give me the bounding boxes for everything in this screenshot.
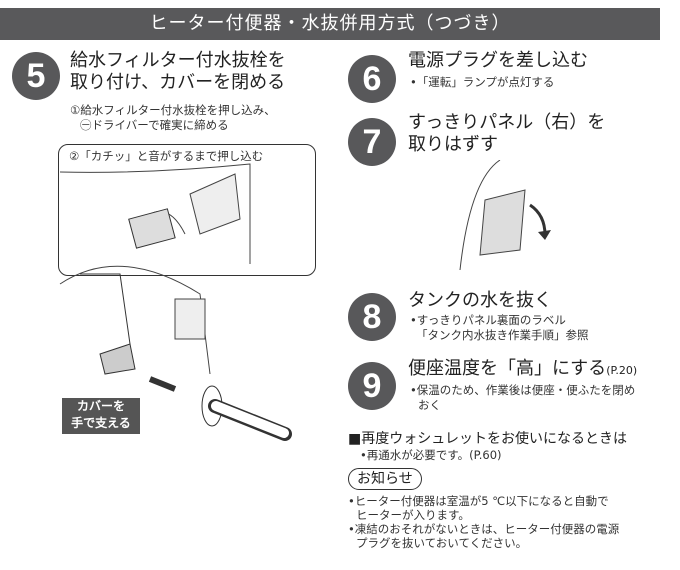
panel-removal-illustration: [459, 160, 551, 270]
page-title: ヒーター付便器・水抜併用方式（つづき）: [0, 8, 660, 40]
callout-text: ②「カチッ」と音がするまで押し込む: [69, 149, 264, 163]
notice-item: •ヒーター付便器は室温が5 ℃以下になると自動で: [348, 494, 609, 508]
step-8-notes: •すっきりパネル裏面のラベル 「タンク内水抜き作業手順」参照: [410, 313, 589, 343]
notice-item: ヒーターが入ります。: [356, 508, 470, 522]
notice-badge: お知らせ: [348, 468, 422, 490]
callout-box: ②「カチッ」と音がするまで押し込む: [58, 144, 316, 276]
filter-installation-illustration: [59, 163, 292, 441]
label-line: 手で支える: [71, 416, 131, 430]
step-9-notes: •保温のため、作業後は便座・便ふたを閉め おく: [410, 383, 635, 413]
reuse-heading: ■再度ウォシュレットをお使いになるときは: [348, 431, 627, 447]
step-6-title: 電源プラグを差し込む: [408, 50, 588, 71]
step-7-title-line: 取りはずす: [408, 134, 498, 155]
step-5-title: 給水フィルター付水抜栓を 取り付け、カバーを閉める: [70, 50, 286, 94]
step-8-title: タンクの水を抜く: [408, 290, 552, 311]
step-5-note: ①給水フィルター付水抜栓を押し込み、: [70, 103, 276, 117]
step-5-note: ㊀ドライバーで確実に締める: [80, 118, 229, 132]
step-9-title: 便座温度を「高」にする(P.20): [408, 358, 637, 382]
step-7-title: すっきりパネル（右）を 取りはずす: [408, 112, 605, 156]
step-number-5: 5: [12, 52, 60, 100]
step-8-note: •すっきりパネル裏面のラベル: [410, 313, 566, 327]
step-6-note: •「運転」ランプが点灯する: [410, 75, 555, 89]
support-cover-label: カバーを 手で支える: [62, 398, 140, 434]
step-9-note: おく: [418, 398, 441, 412]
step-9-note: •保温のため、作業後は便座・便ふたを閉め: [410, 383, 636, 397]
step-7-title-line: すっきりパネル（右）を: [408, 112, 606, 133]
label-line: カバーを: [76, 399, 125, 413]
step-5-notes: ①給水フィルター付水抜栓を押し込み、 ㊀ドライバーで確実に締める: [70, 103, 276, 133]
notice-item: •凍結のおそれがないときは、ヒーター付便器の電源: [348, 522, 620, 536]
notice-item: プラグを抜いておいてください。: [356, 536, 528, 550]
step-number-7: 7: [348, 118, 396, 166]
step-number-9: 9: [348, 362, 396, 410]
step-9-title-text: 便座温度を「高」にする: [408, 358, 607, 379]
step-8-note: 「タンク内水抜き作業手順」参照: [416, 328, 589, 342]
step-5-title-line: 給水フィルター付水抜栓を: [70, 50, 286, 71]
notice-list: •ヒーター付便器は室温が5 ℃以下になると自動で ヒーターが入ります。 •凍結の…: [348, 494, 619, 550]
step-number-6: 6: [348, 55, 396, 103]
step-number-8: 8: [348, 293, 396, 341]
step-5-title-line: 取り付け、カバーを閉める: [70, 72, 286, 93]
reuse-note: •再通水が必要です。(P.60): [360, 448, 502, 462]
page-reference: (P.20): [606, 364, 638, 377]
